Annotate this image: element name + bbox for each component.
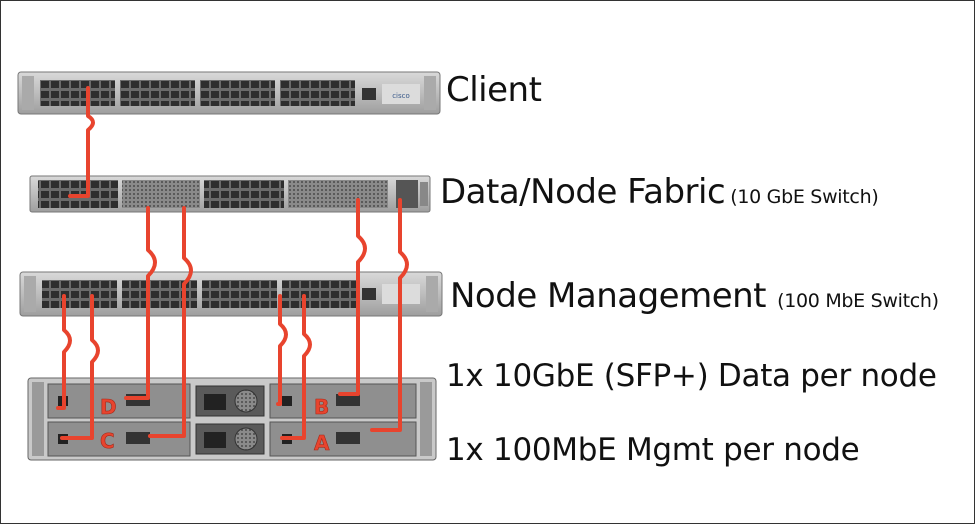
cable-mgmt-a (280, 294, 312, 440)
management-label-group: Node Management (100 MbE Switch) (450, 276, 939, 316)
fabric-label: Data/Node Fabric (440, 172, 726, 212)
management-switch (19, 271, 443, 317)
cable-mgmt-b (276, 294, 288, 406)
node-letter-b: B (314, 395, 329, 419)
cable-data-c (148, 206, 193, 438)
fabric-switch (29, 175, 431, 213)
cable-data-a (370, 198, 409, 432)
cable-client-fabric (68, 86, 95, 198)
cable-data-b (338, 198, 367, 396)
cable-mgmt-d (56, 294, 72, 410)
client-label: Client (446, 70, 542, 110)
management-label: Node Management (450, 276, 767, 316)
node-letter-c: C (100, 429, 115, 453)
management-note: (100 MbE Switch) (777, 290, 939, 312)
node-letter-d: D (100, 395, 117, 419)
legend-data-line: 1x 10GbE (SFP+) Data per node (446, 358, 937, 394)
legend-mgmt-line: 1x 100MbE Mgmt per node (446, 432, 860, 468)
node-letter-a: A (314, 431, 330, 455)
server-chassis (27, 377, 437, 461)
cables (56, 86, 409, 440)
cable-data-d (124, 206, 157, 400)
fabric-note: (10 GbE Switch) (730, 186, 879, 208)
cable-mgmt-c (60, 294, 100, 440)
cisco-logo: cisco (392, 92, 410, 100)
fabric-label-group: Data/Node Fabric (10 GbE Switch) (440, 172, 879, 212)
client-switch: cisco (17, 71, 441, 115)
